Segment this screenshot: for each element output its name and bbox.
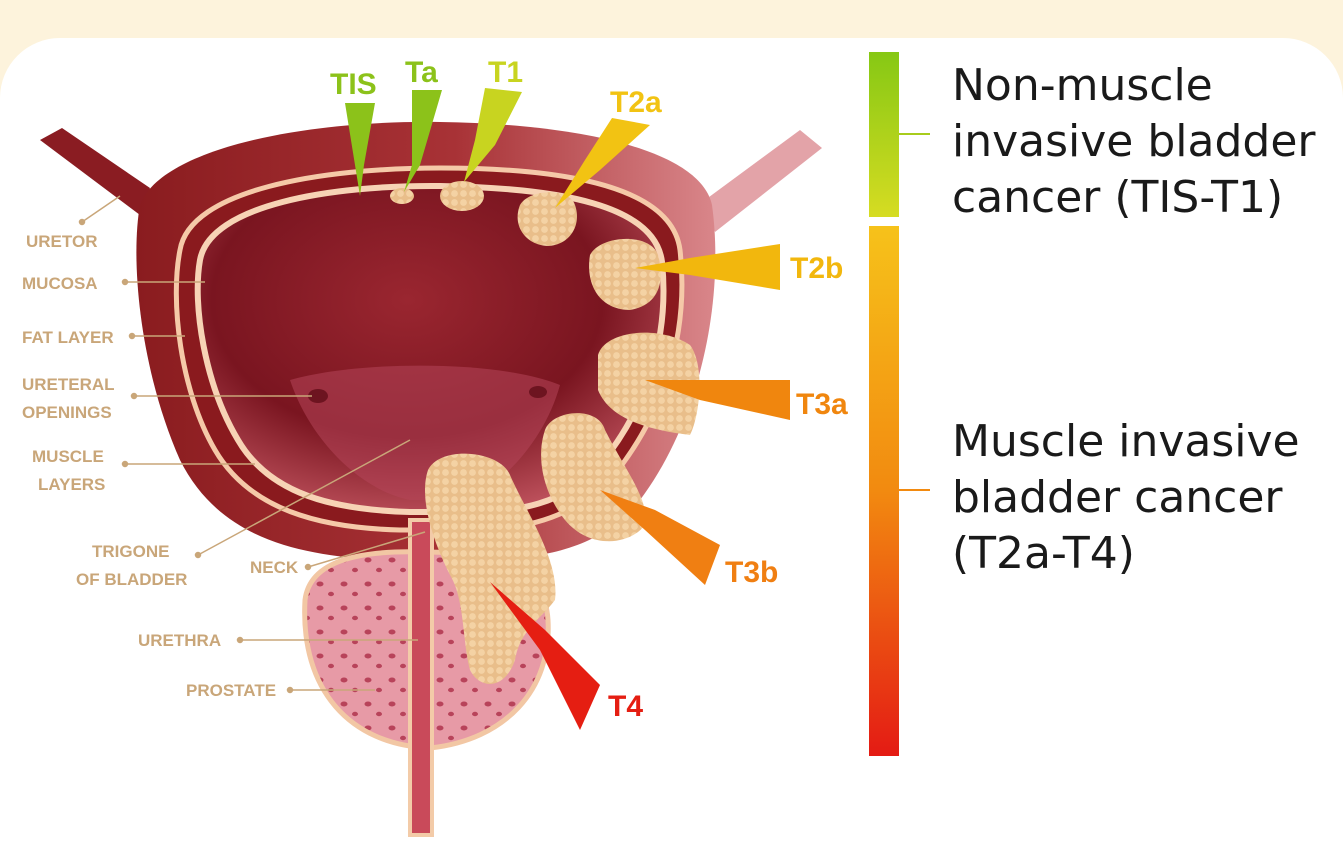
stage-label-t2a: T2a (610, 86, 662, 119)
label-muscle: MUSCLE (32, 447, 104, 466)
muscle-bar (869, 226, 899, 756)
label-fat-layer: FAT LAYER (22, 328, 114, 347)
tumor-t1 (440, 181, 484, 211)
legend-muscle-line: Muscle invasive (952, 414, 1300, 470)
label-layers: LAYERS (38, 475, 105, 494)
legend-muscle-line: (T2a-T4) (952, 526, 1300, 582)
right-ureter (705, 130, 822, 232)
label-openings: OPENINGS (22, 403, 112, 422)
legend-muscle: Muscle invasive bladder cancer (T2a-T4) (952, 414, 1300, 582)
right-ureteral-opening (529, 386, 547, 398)
label-mucosa: MUCOSA (22, 274, 98, 293)
label-trigone: TRIGONE (92, 542, 169, 561)
stage-label-t3b: T3b (725, 556, 778, 589)
label-ureteral: URETERAL (22, 375, 115, 394)
label-of-bladder: OF BLADDER (76, 570, 187, 589)
urethra (410, 520, 432, 835)
stage-label-t4: T4 (608, 690, 643, 723)
stage-label-tis: TIS (330, 68, 377, 101)
stage-label-t1: T1 (488, 56, 523, 89)
non-muscle-bar (869, 52, 899, 217)
left-ureter (40, 128, 150, 215)
stage-label-t2b: T2b (790, 252, 843, 285)
label-neck: NECK (250, 558, 299, 577)
label-prostate: PROSTATE (186, 681, 276, 700)
legend-non-muscle-line: Non-muscle (952, 58, 1316, 114)
legend-non-muscle: Non-muscle invasive bladder cancer (TIS-… (952, 58, 1316, 226)
stage-label-ta: Ta (405, 56, 438, 89)
label-uretor: URETOR (26, 232, 97, 251)
tumor-ta (390, 188, 414, 204)
legend-non-muscle-line: cancer (TIS-T1) (952, 170, 1316, 226)
legend-muscle-line: bladder cancer (952, 470, 1300, 526)
legend-non-muscle-line: invasive bladder (952, 114, 1316, 170)
stage-label-t3a: T3a (796, 388, 848, 421)
label-urethra: URETHRA (138, 631, 221, 650)
